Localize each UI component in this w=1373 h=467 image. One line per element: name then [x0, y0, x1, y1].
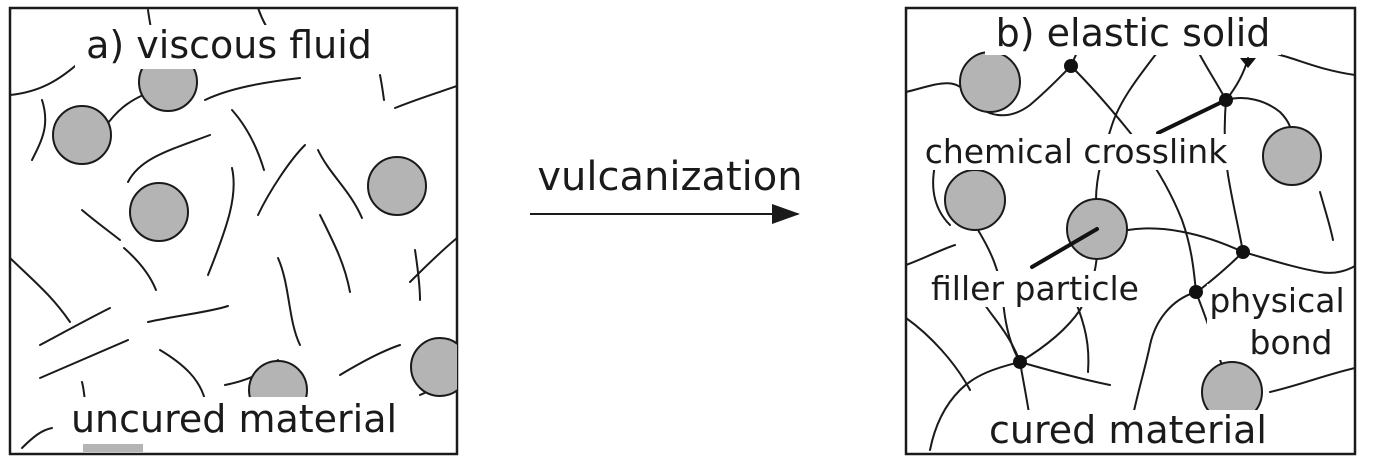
polymer-chain	[10, 257, 71, 323]
crosslink-node	[1240, 58, 1256, 68]
arrow-label: vulcanization	[537, 154, 802, 200]
polymer-chain	[1019, 361, 1111, 386]
polymer-chain	[984, 304, 1021, 363]
polymer-chain	[1019, 249, 1098, 363]
filler-particle	[959, 51, 1021, 113]
leader-filler-particle	[1030, 227, 1099, 269]
polymer-chain	[159, 349, 206, 401]
polymer-chain	[1319, 191, 1334, 241]
polymer-chain	[123, 247, 157, 291]
panel-a-caption: uncured material	[71, 397, 397, 441]
polymer-chain	[39, 307, 111, 346]
filler-particles-b	[944, 51, 1322, 423]
polymer-chain	[906, 65, 1072, 117]
label-filler-particle: filler particle	[931, 269, 1139, 308]
label-chemical-crosslink: chemical crosslink	[925, 132, 1229, 171]
panel-a-title: a) viscous fluid	[86, 23, 372, 67]
polymer-chain	[932, 164, 951, 226]
polymer-chain	[31, 99, 47, 161]
polymer-chain	[379, 74, 385, 101]
polymer-chain	[1070, 65, 1197, 293]
label-physical-bond-line1: physical	[1209, 281, 1344, 320]
leader-chemical-crosslink	[1156, 98, 1228, 135]
process-arrow: vulcanization	[530, 154, 803, 224]
polymer-chain	[1127, 227, 1244, 253]
crosslink-node	[1189, 285, 1203, 299]
polymer-chain	[414, 249, 421, 301]
label-mask	[55, 397, 410, 443]
polymer-chain	[1127, 291, 1197, 441]
polymer-chain	[906, 317, 971, 391]
polymer-chain	[231, 109, 265, 171]
filler-particle	[1262, 126, 1322, 186]
polymer-chain	[1269, 367, 1355, 393]
polymer-chain	[277, 257, 301, 346]
polymer-chain	[207, 167, 235, 276]
panel-a-frame	[8, 6, 459, 456]
polymer-chain	[1095, 53, 1157, 201]
polymer-chain	[1223, 99, 1244, 253]
label-mask	[75, 25, 383, 69]
filler-particle	[367, 156, 427, 216]
particle-sliver	[83, 444, 143, 452]
polymer-chain	[21, 427, 53, 449]
polymer-chain	[39, 339, 129, 379]
filler-particle	[410, 337, 457, 397]
label-mask	[985, 13, 1281, 55]
filler-particle	[129, 182, 189, 242]
label-mask	[925, 271, 1147, 307]
polymer-chain	[394, 85, 457, 109]
polymer-chain	[929, 361, 1021, 451]
panel-cured: b) elastic solid chemical crosslink fill…	[904, 6, 1357, 456]
panel-b-caption: cured material	[989, 408, 1267, 452]
polymer-chain	[409, 237, 457, 283]
polymer-chain	[317, 149, 363, 219]
polymer-chain	[319, 214, 351, 293]
filler-particle	[52, 105, 112, 165]
polymer-chain	[204, 77, 301, 101]
polymer-chain	[81, 209, 121, 241]
filler-particle	[944, 169, 1006, 231]
crosslink-node	[1236, 245, 1250, 259]
polymer-chain	[257, 144, 306, 216]
label-mask	[975, 410, 1283, 452]
panel-uncured: a) viscous fluid uncured material	[8, 6, 459, 456]
label-mask	[1207, 284, 1349, 360]
polymer-chain	[906, 244, 956, 266]
label-physical-bond-line2: bond	[1250, 323, 1333, 362]
label-mask	[915, 134, 1238, 170]
polymer-chain	[339, 344, 401, 376]
polymer-chain	[127, 134, 211, 183]
panel-b-title: b) elastic solid	[996, 11, 1271, 55]
polymer-chain	[147, 305, 229, 323]
polymer-chain	[1242, 251, 1355, 274]
crosslink-node	[1013, 355, 1027, 369]
crosslink-node	[1064, 59, 1078, 73]
